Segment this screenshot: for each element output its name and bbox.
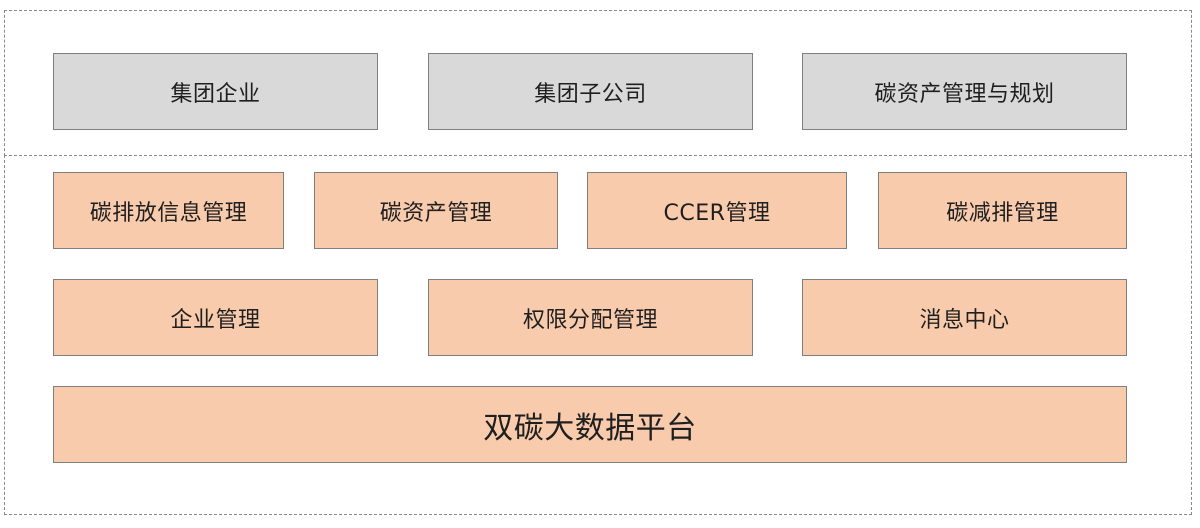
carbon-asset-mgmt-box: 碳资产管理 <box>314 172 558 249</box>
group-subsidiary-label: 集团子公司 <box>534 81 647 107</box>
ccer-mgmt-box: CCER管理 <box>587 172 847 249</box>
enterprise-mgmt-label: 企业管理 <box>170 307 261 333</box>
group-enterprise-label: 集团企业 <box>170 81 261 107</box>
message-center-label: 消息中心 <box>919 307 1010 333</box>
carbon-reduction-mgmt-label: 碳减排管理 <box>946 200 1059 226</box>
platform-layer-frame <box>4 155 1192 515</box>
enterprise-mgmt-box: 企业管理 <box>53 279 378 356</box>
carbon-asset-planning-label: 碳资产管理与规划 <box>874 81 1055 107</box>
group-enterprise-box: 集团企业 <box>53 53 378 130</box>
ccer-mgmt-label: CCER管理 <box>663 200 771 226</box>
dual-carbon-platform-box: 双碳大数据平台 <box>53 386 1127 463</box>
permission-mgmt-box: 权限分配管理 <box>428 279 753 356</box>
carbon-emission-info-box: 碳排放信息管理 <box>53 172 284 249</box>
carbon-reduction-mgmt-box: 碳减排管理 <box>878 172 1127 249</box>
carbon-asset-mgmt-label: 碳资产管理 <box>379 200 493 226</box>
permission-mgmt-label: 权限分配管理 <box>522 307 658 333</box>
carbon-emission-info-label: 碳排放信息管理 <box>89 200 248 226</box>
dual-carbon-platform-label: 双碳大数据平台 <box>483 410 697 446</box>
message-center-box: 消息中心 <box>802 279 1127 356</box>
carbon-asset-planning-box: 碳资产管理与规划 <box>802 53 1127 130</box>
group-subsidiary-box: 集团子公司 <box>428 53 753 130</box>
